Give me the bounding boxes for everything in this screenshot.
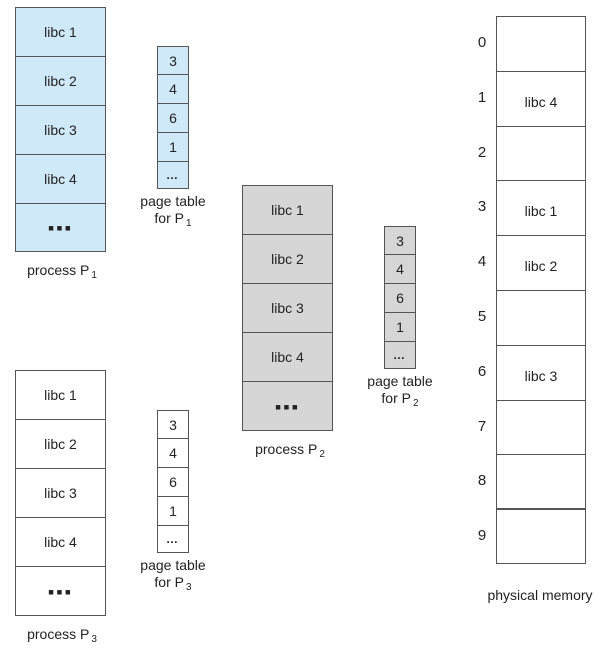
- memory-frame-content: libc 2: [524, 258, 558, 275]
- memory-frame: libc 1: [497, 181, 585, 237]
- p3-segment-libc2: libc 2: [16, 420, 105, 469]
- memory-frame-content: libc 1: [524, 203, 558, 220]
- page-table-p2: 3 4 6 1 …: [384, 226, 416, 369]
- p3-segment-libc1: libc 1: [16, 371, 105, 420]
- pt-p2-entry: 1: [385, 313, 415, 342]
- memory-frame-number: 5: [477, 308, 487, 325]
- memory-frame-number: 8: [477, 472, 487, 490]
- memory-frame: [497, 510, 585, 565]
- pt-p2-entry: 3: [385, 227, 415, 255]
- pt-p1-entry-more: …: [166, 168, 180, 182]
- p1-segment-libc3: libc 3: [16, 106, 105, 155]
- p2-segment-more: ▪▪▪: [274, 396, 301, 417]
- p1-segment-libc1: libc 1: [16, 8, 105, 57]
- pt-p2-entry: 4: [385, 255, 415, 284]
- p2-segment-libc2: libc 2: [243, 235, 332, 284]
- memory-frame-number: 0: [477, 34, 487, 51]
- process-p3-block: libc 1 libc 2 libc 3 libc 4 ▪▪▪: [15, 370, 106, 616]
- pt-p1-entry: 3: [158, 47, 188, 75]
- p2-segment-libc4: libc 4: [243, 333, 332, 382]
- pt-p3-entry: 6: [158, 468, 188, 497]
- pt-p1-entry: 4: [158, 75, 188, 104]
- memory-frame-number: 2: [477, 143, 487, 161]
- process-p1-block: libc 1 libc 2 libc 3 libc 4 ▪▪▪: [15, 7, 106, 252]
- memory-frame: libc 4: [497, 72, 585, 127]
- memory-frame-content: libc 4: [524, 93, 558, 110]
- pt-p1-entry: 1: [158, 133, 188, 162]
- memory-frame: [497, 401, 585, 456]
- pt-p2-entry-more: …: [393, 348, 407, 362]
- memory-frame: [497, 127, 585, 182]
- p2-segment-libc1: libc 1: [243, 186, 332, 235]
- pt-p3-entry-more: …: [166, 532, 180, 546]
- pt-p1-entry: 6: [158, 104, 188, 133]
- p1-segment-libc4: libc 4: [16, 155, 105, 204]
- memory-frame: libc 2: [497, 236, 585, 291]
- physical-memory-block: libc 4 libc 1 libc 2 libc 3: [496, 16, 586, 564]
- pt-p3-entry: 4: [158, 439, 188, 468]
- pt-p3-entry: 3: [158, 411, 188, 439]
- p3-segment-libc4: libc 4: [16, 518, 105, 567]
- pt-p2-entry: 6: [385, 284, 415, 313]
- memory-frame-number: 7: [477, 417, 487, 435]
- page-table-p3: 3 4 6 1 …: [157, 410, 189, 553]
- p3-segment-more: ▪▪▪: [47, 581, 74, 602]
- pt-p3-entry: 1: [158, 497, 188, 526]
- memory-frame-number: 1: [477, 88, 487, 106]
- memory-frame: [497, 455, 585, 511]
- memory-frame-number: 9: [477, 527, 487, 545]
- memory-frame-number: 3: [477, 198, 487, 216]
- physical-memory-label: physical memory: [487, 587, 593, 603]
- process-p2-block: libc 1 libc 2 libc 3 libc 4 ▪▪▪: [242, 185, 333, 431]
- memory-frame-number: 4: [477, 253, 487, 271]
- p3-segment-libc3: libc 3: [16, 469, 105, 518]
- memory-frame: [497, 291, 585, 346]
- p2-segment-libc3: libc 3: [243, 284, 332, 333]
- memory-frame-number: 6: [477, 362, 487, 380]
- memory-frame-content: libc 3: [524, 367, 558, 384]
- page-table-p1: 3 4 6 1 …: [157, 46, 189, 189]
- p1-segment-libc2: libc 2: [16, 57, 105, 106]
- memory-frame: libc 3: [497, 346, 585, 401]
- p1-segment-more: ▪▪▪: [47, 218, 74, 238]
- memory-frame: [497, 17, 585, 72]
